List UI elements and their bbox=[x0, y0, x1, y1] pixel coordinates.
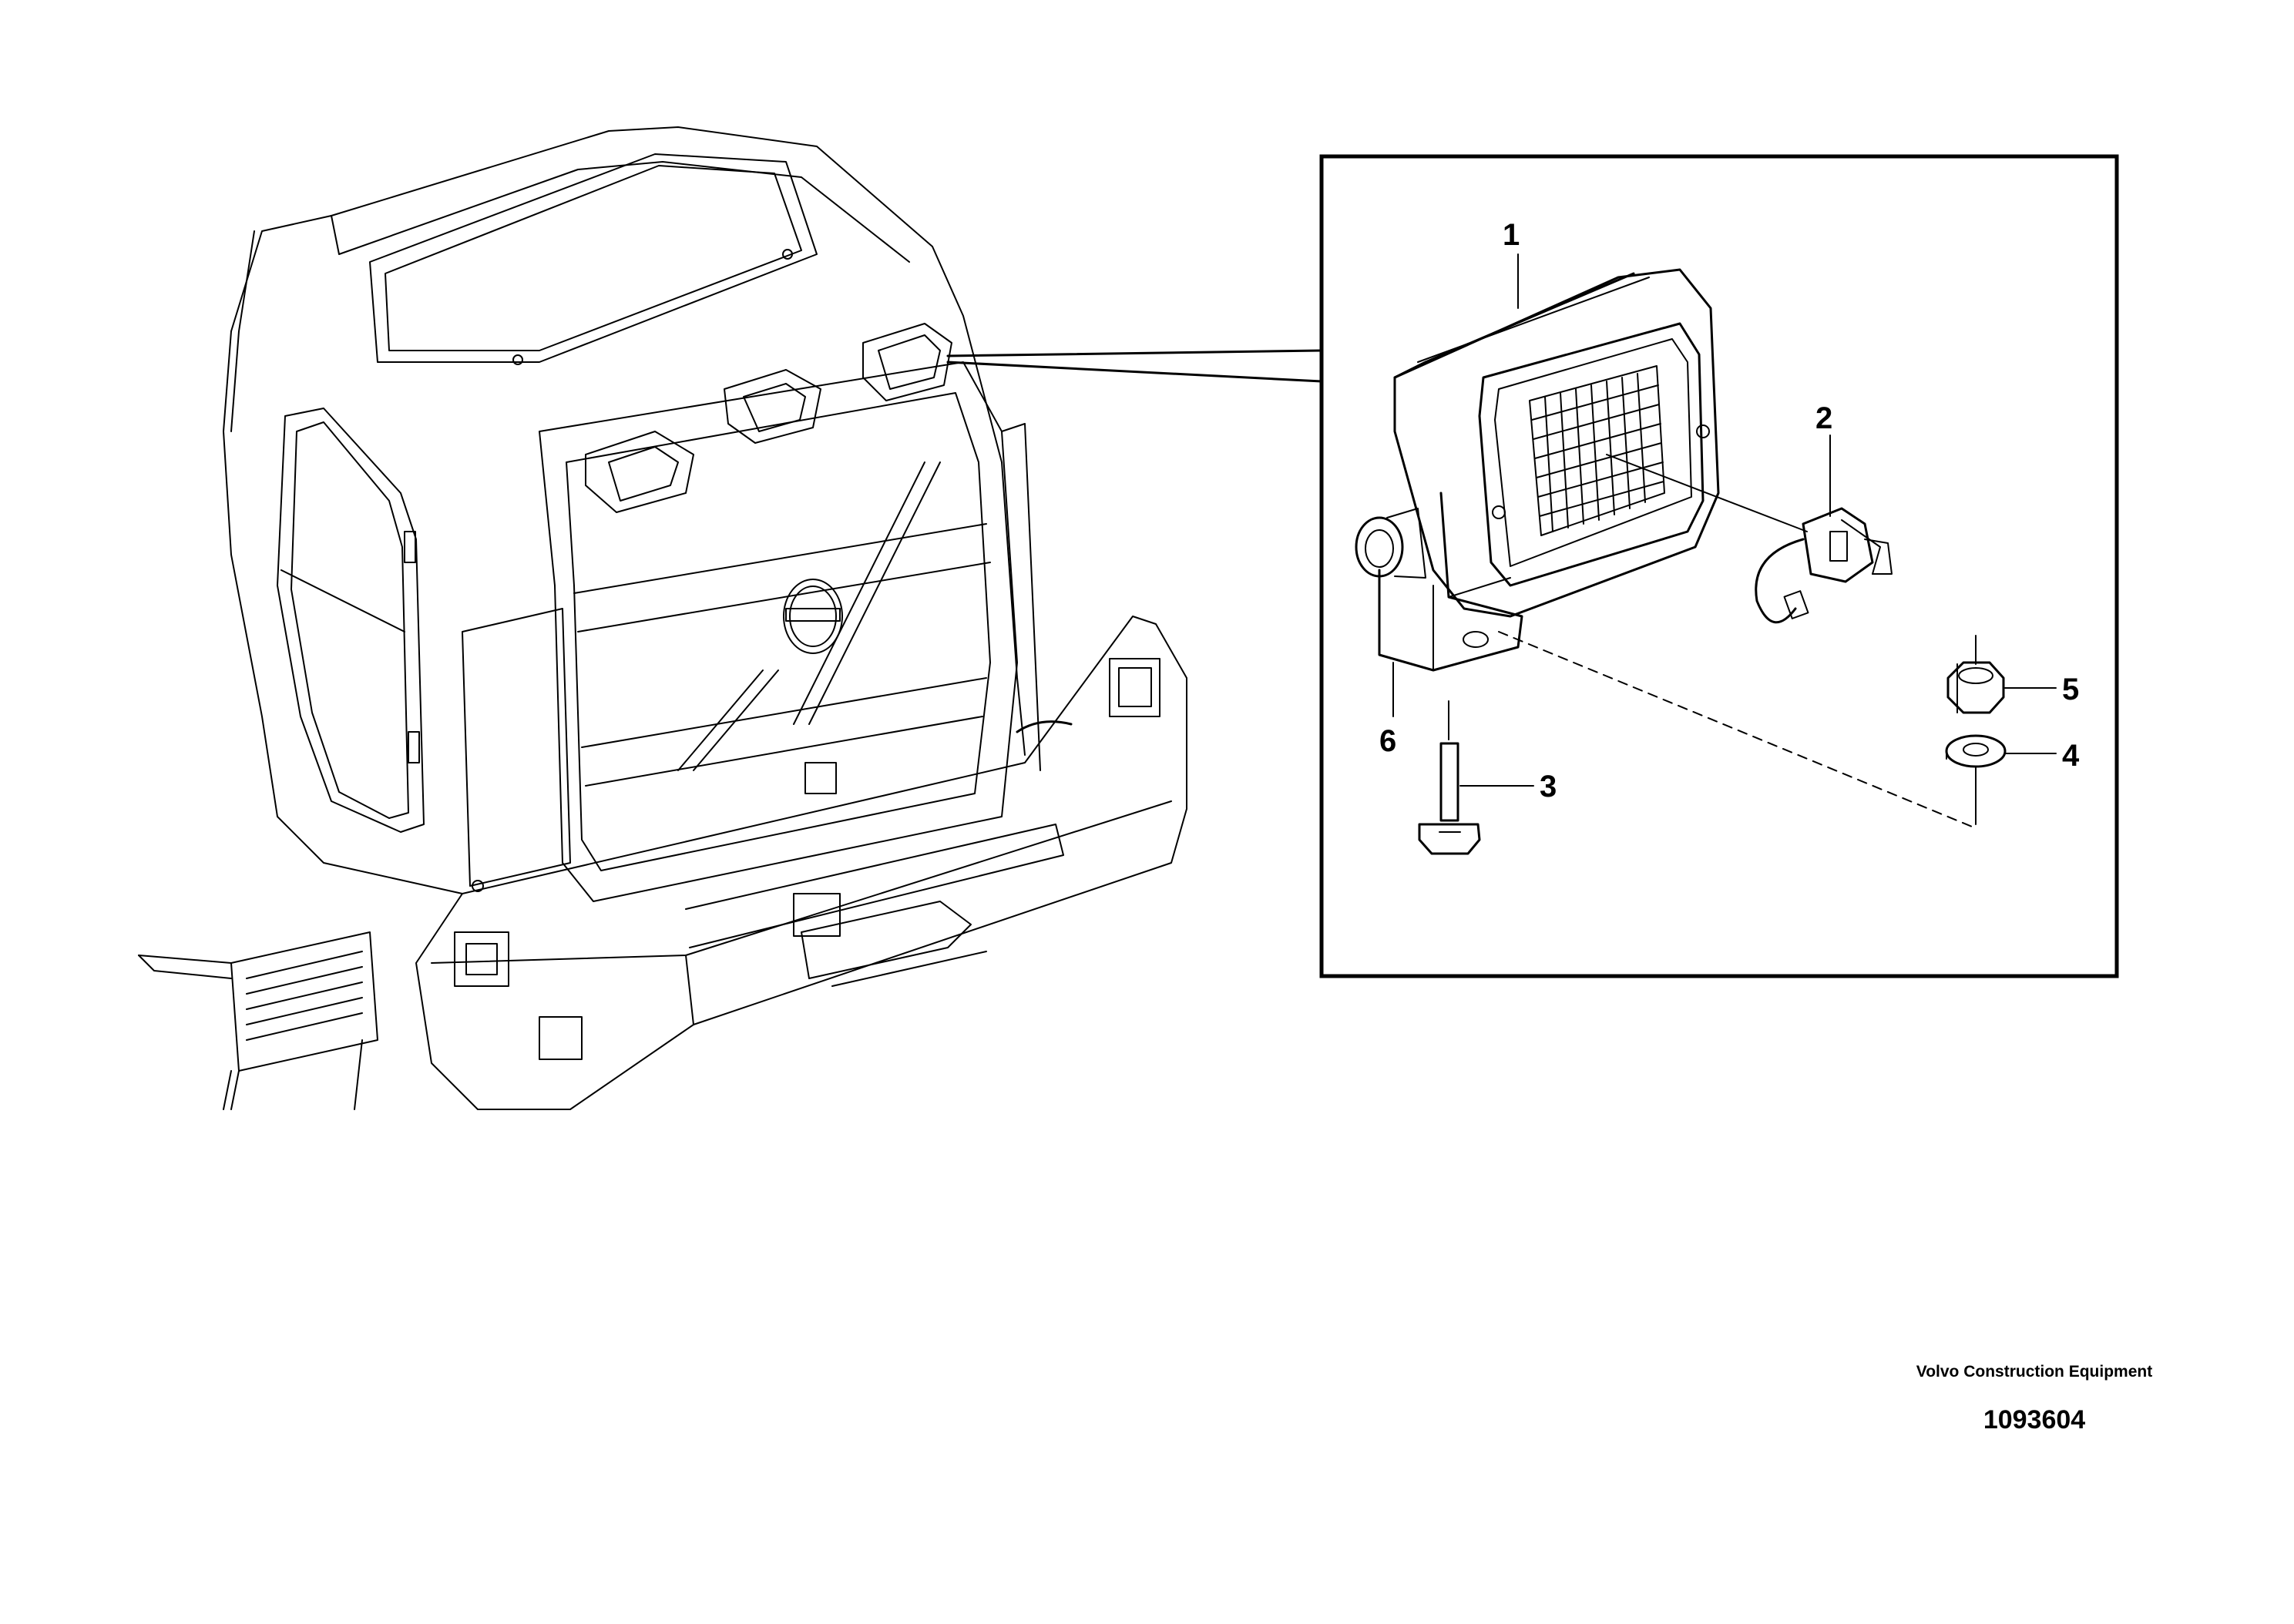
lamp-bezel bbox=[1478, 322, 1705, 587]
callout-5: 5 bbox=[2062, 673, 2079, 706]
manufacturer-credit: Volvo Construction Equipment bbox=[1916, 1363, 2153, 1381]
callout-leaders bbox=[1392, 253, 2057, 787]
callout-2: 2 bbox=[1815, 401, 1832, 435]
callout-3: 3 bbox=[1540, 770, 1557, 804]
illustration-number: 1093604 bbox=[1983, 1405, 2086, 1434]
roof-hatch bbox=[369, 153, 818, 365]
lamp-lens-grid bbox=[1529, 365, 1665, 536]
callout-1: 1 bbox=[1503, 218, 1520, 252]
mounting-bracket bbox=[1378, 492, 1523, 672]
roof-work-light-right bbox=[862, 323, 952, 401]
roof-work-light-left bbox=[585, 431, 694, 513]
step-ladder bbox=[138, 931, 378, 1110]
assembly-dashed-line bbox=[1498, 631, 1977, 829]
detail-frame bbox=[1319, 154, 2119, 978]
lamp-housing bbox=[1393, 268, 1720, 618]
brand-emblem bbox=[783, 579, 843, 654]
mounting-knob bbox=[1355, 508, 1426, 579]
roof-work-light-center bbox=[724, 369, 821, 444]
hose bbox=[1016, 720, 1073, 733]
cab-door bbox=[277, 408, 425, 833]
washer bbox=[1945, 734, 2007, 825]
bulb bbox=[1606, 454, 1893, 624]
bolt bbox=[1418, 700, 1481, 855]
work-light-assembly bbox=[1355, 268, 2007, 855]
callout-4: 4 bbox=[2062, 739, 2080, 773]
zoom-leader bbox=[946, 349, 1323, 383]
nut bbox=[1946, 635, 2005, 714]
counterweight bbox=[415, 616, 1187, 1110]
side-panel bbox=[462, 608, 571, 887]
callout-6: 6 bbox=[1379, 724, 1396, 758]
machine-rear-view bbox=[138, 126, 1187, 1110]
cab-left-edge bbox=[223, 331, 463, 894]
cab-shell bbox=[230, 126, 1026, 756]
rear-panel bbox=[539, 361, 1018, 902]
